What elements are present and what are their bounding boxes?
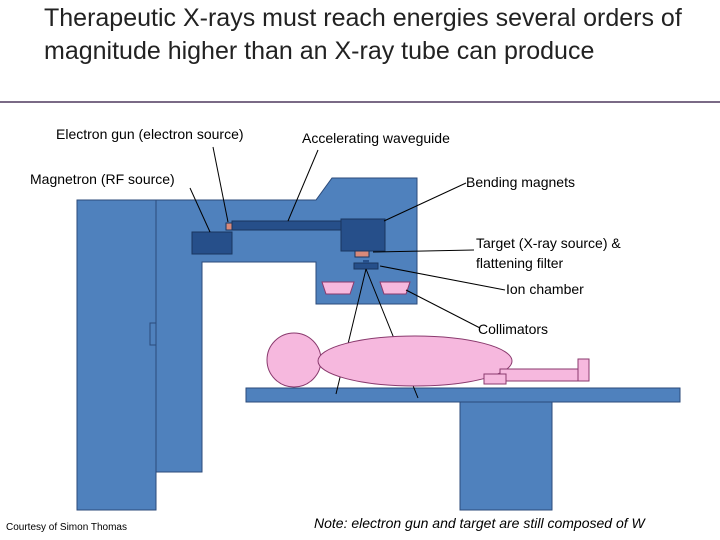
flattening-filter	[353, 262, 379, 270]
label-bending-magnets: Bending magnets	[466, 174, 575, 190]
flattening-filter-tip	[363, 260, 369, 263]
couch-top	[245, 387, 681, 403]
leader-magnetron	[189, 187, 211, 233]
collimator-left	[321, 281, 355, 295]
label-collimators: Collimators	[478, 321, 549, 337]
leader-electron-gun	[212, 146, 229, 223]
label-waveguide: Accelerating waveguide	[302, 130, 450, 146]
leader-bending-magnets	[383, 182, 467, 222]
patient-hip	[483, 373, 507, 385]
accelerating-waveguide	[231, 220, 343, 231]
patient-body	[317, 335, 513, 387]
leader-target	[372, 249, 475, 253]
leader-collimators	[405, 289, 481, 329]
patient-legs	[499, 368, 581, 382]
label-target-line2: flattening filter	[476, 255, 564, 271]
leader-ion-chamber	[379, 265, 506, 291]
magnetron	[191, 231, 233, 255]
collimator-right	[379, 281, 411, 295]
patient-feet	[577, 358, 590, 382]
label-electron-gun: Electron gun (electron source)	[56, 126, 244, 142]
footnote: Note: electron gun and target are still …	[314, 515, 645, 531]
patient-head	[266, 332, 322, 388]
page-title: Therapeutic X-rays must reach energies s…	[44, 4, 682, 65]
title-divider	[0, 101, 720, 103]
couch-support	[459, 401, 553, 511]
label-target-line1: Target (X-ray source) &	[476, 235, 621, 251]
leader-waveguide	[287, 149, 319, 222]
bending-magnets	[340, 218, 386, 252]
label-ion-chamber: Ion chamber	[506, 281, 584, 297]
electron-gun	[225, 222, 233, 231]
stand-base	[76, 199, 157, 511]
target	[354, 250, 370, 258]
label-magnetron: Magnetron (RF source)	[30, 171, 175, 187]
courtesy-credit: Courtesy of Simon Thomas	[6, 522, 127, 533]
stand-hinge	[149, 322, 157, 346]
